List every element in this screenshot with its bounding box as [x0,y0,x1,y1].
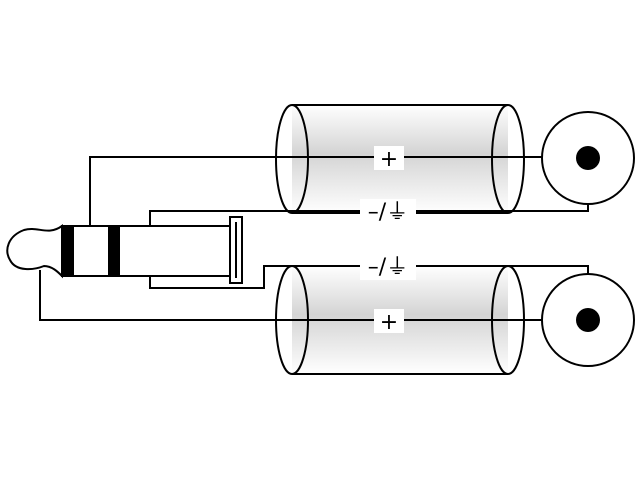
lower-positive-wire [39,270,588,321]
upper-rca-pin [576,146,600,170]
plug-ring-1 [62,226,74,276]
lower-negative-ground-label: –/⏚ [368,255,408,280]
plug-tip [6,224,63,279]
upper-ground-wire [149,200,589,226]
upper-negative-ground-label: –/⏚ [368,200,408,225]
upper-positive-label: + [380,147,398,172]
plug-ring-2 [108,226,120,276]
upper-cable-left-end [275,104,309,214]
lower-ground-wire [149,265,589,289]
lower-positive-label: + [380,310,398,335]
lower-rca-pin [576,308,600,332]
lower-rca-plug-icon [541,273,635,367]
upper-rca-plug-icon [541,111,635,205]
upper-positive-wire [89,156,588,226]
upper-cable-right-end [491,104,525,214]
trs-jack-plug-icon [6,216,243,284]
wiring [39,156,589,321]
plug-shaft [61,225,231,277]
